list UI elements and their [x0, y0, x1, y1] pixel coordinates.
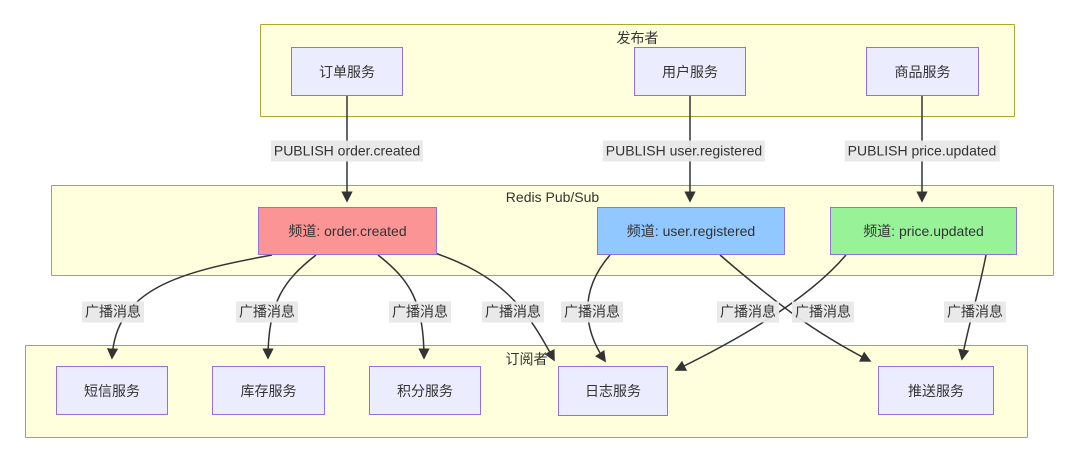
edge-label-broadcast-1: 广播消息 [82, 301, 144, 323]
edge-channelorder-to-log [431, 251, 555, 362]
edge-channelorder-to-sms [106, 254, 273, 360]
node-push-service: 推送服务 [878, 366, 994, 415]
edge-label-publish-order: PUBLISH order.created [270, 140, 424, 162]
node-points-service: 积分服务 [369, 366, 481, 415]
edge-label-broadcast-2: 广播消息 [236, 301, 298, 323]
node-channel-order-created: 频道: order.created [258, 207, 437, 255]
cluster-subscribers-title: 订阅者 [505, 351, 548, 367]
node-user-service: 用户服务 [634, 47, 746, 96]
node-channel-user-registered: 频道: user.registered [597, 207, 785, 255]
edge-label-publish-price: PUBLISH price.updated [844, 140, 1000, 162]
edge-label-broadcast-7: 广播消息 [792, 301, 854, 323]
node-product-service: 商品服务 [866, 47, 979, 96]
edge-label-broadcast-3: 广播消息 [389, 301, 451, 323]
node-inventory-service: 库存服务 [212, 366, 325, 415]
cluster-publishers-title: 发布者 [616, 30, 659, 46]
edge-label-publish-user: PUBLISH user.registered [602, 140, 766, 162]
edge-label-broadcast-4: 广播消息 [482, 301, 544, 323]
edge-channelorder-to-points [377, 254, 430, 360]
edge-channelorder-to-inventory [262, 254, 317, 360]
node-order-service: 订单服务 [291, 47, 403, 96]
edge-label-broadcast-6: 广播消息 [717, 301, 779, 323]
edge-label-broadcast-5: 广播消息 [561, 301, 623, 323]
node-log-service: 日志服务 [558, 366, 668, 416]
node-sms-service: 短信服务 [56, 366, 168, 415]
node-channel-price-updated: 频道: price.updated [830, 207, 1017, 255]
edge-label-broadcast-8: 广播消息 [944, 301, 1006, 323]
cluster-redis-pubsub-title: Redis Pub/Sub [505, 189, 600, 205]
